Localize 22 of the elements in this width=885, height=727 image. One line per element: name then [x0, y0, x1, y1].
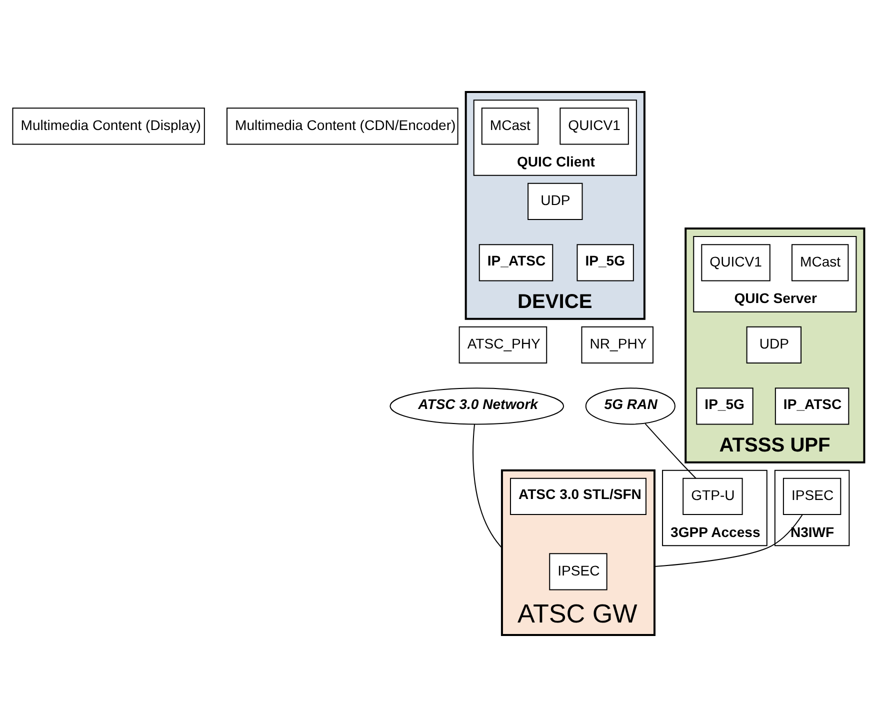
node-box: ATSC 3.0 STL/SFN	[510, 478, 646, 516]
node-box: ATSC_PHY	[458, 326, 548, 364]
node-box: GTP-U	[682, 478, 743, 516]
node-box: NR_PHY	[581, 326, 654, 364]
node-box: QUICV1	[560, 108, 629, 145]
node-box: MCast	[481, 108, 539, 145]
connector	[654, 514, 803, 568]
node-box: IP_ATSC	[478, 244, 554, 282]
node-ellipse: ATSC 3.0 Network	[390, 388, 564, 425]
node-box: QUICV1	[701, 244, 770, 282]
node-box: UDP	[746, 326, 802, 364]
node-box: IPSEC	[549, 553, 608, 590]
node-box: IPSEC	[782, 478, 842, 516]
node-box: Multimedia Content (Display)	[12, 108, 205, 145]
node-ellipse: 5G RAN	[585, 388, 676, 425]
node-box: IP_5G	[576, 244, 634, 282]
node-box: IP_5G	[696, 388, 754, 425]
connector	[472, 424, 502, 548]
node-box: MCast	[791, 244, 849, 282]
node-box: IP_ATSC	[774, 388, 850, 425]
node-box: UDP	[528, 182, 583, 220]
node-box: Multimedia Content (CDN/Encoder)	[226, 108, 458, 145]
